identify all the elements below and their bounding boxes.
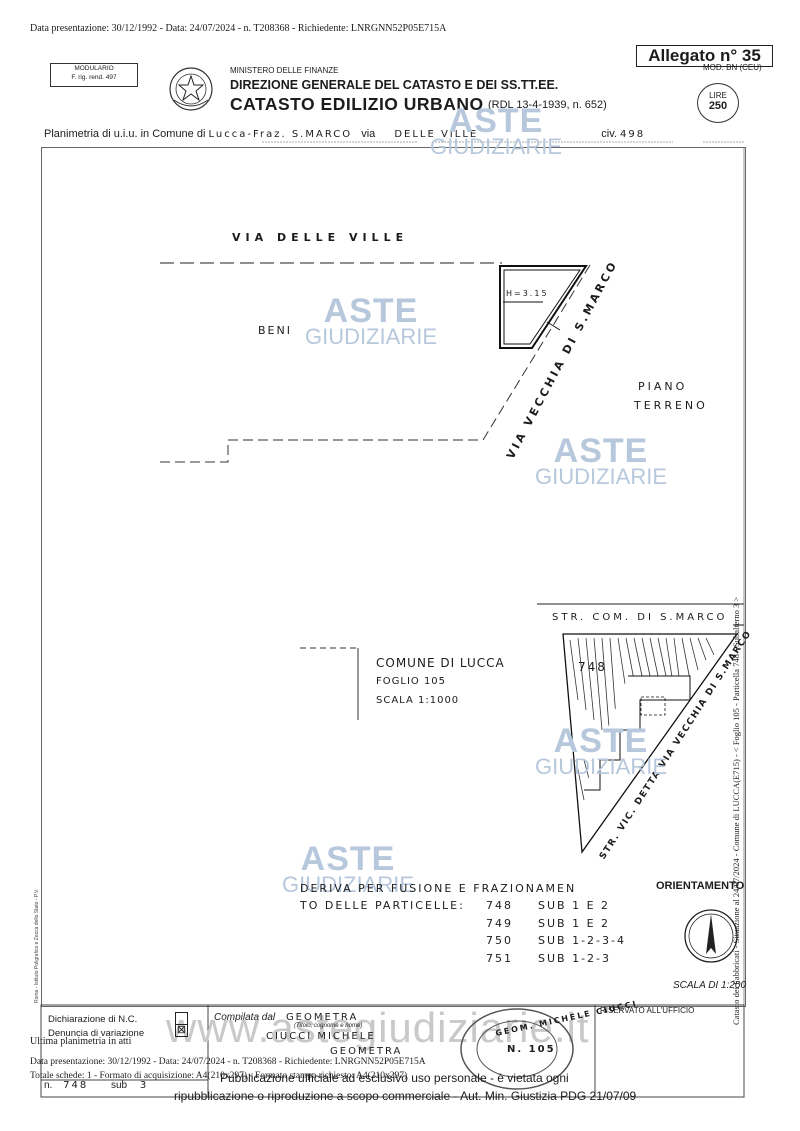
denuncia-checkbox[interactable]: ⊠: [175, 1024, 188, 1037]
terreno-label: TERRENO: [634, 399, 708, 412]
republic-emblem-icon: [169, 67, 213, 111]
aste-watermark-text: ASTE: [448, 102, 544, 140]
civ-value: 498: [620, 129, 646, 140]
modulario-label: MODULARIO: [74, 65, 114, 72]
aste-watermark: ASTE GIUDIZIARIE: [305, 292, 438, 349]
aste-watermark-text: ASTE: [323, 292, 419, 330]
allegato-number: Allegato n° 35: [636, 45, 773, 67]
direzione-label: DIREZIONE GENERALE DEL CATASTO E DEI SS.…: [230, 78, 559, 92]
giudiziarie-watermark-text: GIUDIZIARIE: [430, 134, 563, 159]
publication-notice-1: Pubblicazione ufficiale ad esclusivo uso…: [220, 1071, 569, 1085]
n-sub-box: n. 748 sub 3: [44, 1080, 148, 1091]
beni-label: BENI: [258, 324, 292, 337]
building-footprint: [584, 675, 691, 791]
piano-label: PIANO: [638, 380, 688, 393]
compilata-label: Compilata dal: [214, 1012, 276, 1023]
comune-value: Lucca-Fraz. S.MARCO: [208, 129, 353, 140]
rdl-reference: (RDL 13-4-1939, n. 652): [488, 99, 607, 111]
beni-boundary: [160, 439, 483, 463]
lire-label: LIRE: [709, 91, 727, 100]
dichiarazione-options: Dichiarazione di N.C. Denuncia di variaz…: [48, 1013, 144, 1041]
orientamento-label: ORIENTAMENTO: [656, 880, 745, 892]
height-label: H=3.15: [506, 289, 549, 298]
deriva-line2-label: TO DELLE PARTICELLE:: [300, 899, 465, 912]
aste-watermark: ASTE GIUDIZIARIE: [535, 432, 668, 489]
ultima-planimetria: Ultima planimetria in atti: [30, 1036, 132, 1047]
giudiziarie-watermark-text: GIUDIZIARIE: [535, 754, 668, 779]
parcel-number: 748: [578, 660, 607, 674]
compilata-block: Compilata dal GEOMETRA (Titolo, cognome …: [214, 1012, 402, 1057]
via-delle-ville-label: VIA DELLE VILLE: [232, 231, 409, 244]
riservato-ufficio: RISERVATO ALL'UFFICIO: [600, 1006, 695, 1015]
north-compass-icon: [684, 909, 738, 963]
modulario-box: MODULARIO F. rig. rend. 497: [50, 63, 138, 87]
aste-watermark: ASTE GIUDIZIARIE: [430, 102, 563, 159]
aste-watermark-text: ASTE: [553, 432, 649, 470]
planimetria-underline: [262, 141, 744, 143]
n-value: 748: [63, 1080, 89, 1091]
footer-data-line: Data presentazione: 30/12/1992 - Data: 2…: [30, 1057, 426, 1067]
publication-notice-2: ripubblicazione o riproduzione a scopo c…: [174, 1089, 637, 1103]
sub-value: 3: [139, 1080, 149, 1091]
str-com-label: STR. COM. DI S.MARCO: [552, 612, 728, 623]
giudiziarie-watermark-text: GIUDIZIARIE: [535, 464, 668, 489]
geometra-stamp-icon: [460, 1008, 574, 1090]
compiler-title: GEOMETRA: [330, 1046, 403, 1057]
compiler-name: CIUCCI MICHELE: [266, 1031, 376, 1042]
footer-totale-line: Totale schede: 1 - Formato di acquisizio…: [30, 1071, 408, 1081]
denuncia-label: Denuncia di variazione: [48, 1028, 145, 1039]
scala-label: SCALA 1:1000: [376, 695, 460, 706]
via-value: DELLE VILLE: [394, 129, 479, 140]
model-code: MOD. BN (CEU): [703, 63, 762, 72]
building-outline: [499, 265, 588, 349]
deriva-line1: DERIVA PER FUSIONE E FRAZIONAMEN: [300, 882, 577, 895]
aste-watermark: ASTE GIUDIZIARIE: [282, 840, 415, 897]
lire-stamp: LIRE 250: [697, 83, 739, 123]
foglio-label: FOGLIO 105: [376, 676, 447, 687]
giudiziarie-watermark-text: GIUDIZIARIE: [282, 872, 415, 897]
n-label: n.: [44, 1080, 53, 1091]
lire-value: 250: [708, 100, 728, 112]
aste-watermark-text: ASTE: [300, 840, 396, 878]
catasto-title: CATASTO EDILIZIO URBANO: [230, 94, 484, 114]
building-inner: [503, 269, 581, 345]
via-label: via: [361, 128, 376, 140]
aste-watermark: ASTE GIUDIZIARIE: [535, 722, 668, 779]
drawing-frame: [41, 147, 746, 1007]
presentation-info-line: Data presentazione: 30/12/1992 - Data: 2…: [30, 23, 447, 34]
aste-watermark-text: ASTE: [553, 722, 649, 760]
deriva-notes: DERIVA PER FUSIONE E FRAZIONAMEN TO DELL…: [300, 880, 576, 914]
parcel-triangle: [562, 633, 739, 854]
titolo-hint: (Titolo, cognome e nome): [294, 1023, 363, 1029]
stamp-number: N. 105: [507, 1044, 556, 1055]
giudiziarie-watermark-text: GIUDIZIARIE: [305, 324, 438, 349]
planimetria-prefix: Planimetria di u.i.u. in Comune di: [44, 128, 206, 140]
ministero-label: MINISTERO DELLE FINANZE: [230, 66, 339, 75]
planimetria-line: Planimetria di u.i.u. in Comune di Lucca…: [44, 128, 645, 140]
comune-di-lucca-label: COMUNE DI LUCCA: [376, 656, 505, 670]
compilata-value: GEOMETRA: [285, 1012, 359, 1023]
modulario-code: F. rig. rend. 497: [71, 74, 117, 81]
scala-di-label: SCALA DI 1:200: [673, 980, 747, 991]
via-vecchia-edge: [482, 264, 591, 441]
site-watermark: www.astegiudiziarie.it: [166, 1004, 590, 1051]
dichiarazione-label: Dichiarazione di N.C.: [48, 1014, 138, 1025]
sub-label: sub: [111, 1080, 128, 1091]
civ-label: civ.: [601, 128, 617, 140]
